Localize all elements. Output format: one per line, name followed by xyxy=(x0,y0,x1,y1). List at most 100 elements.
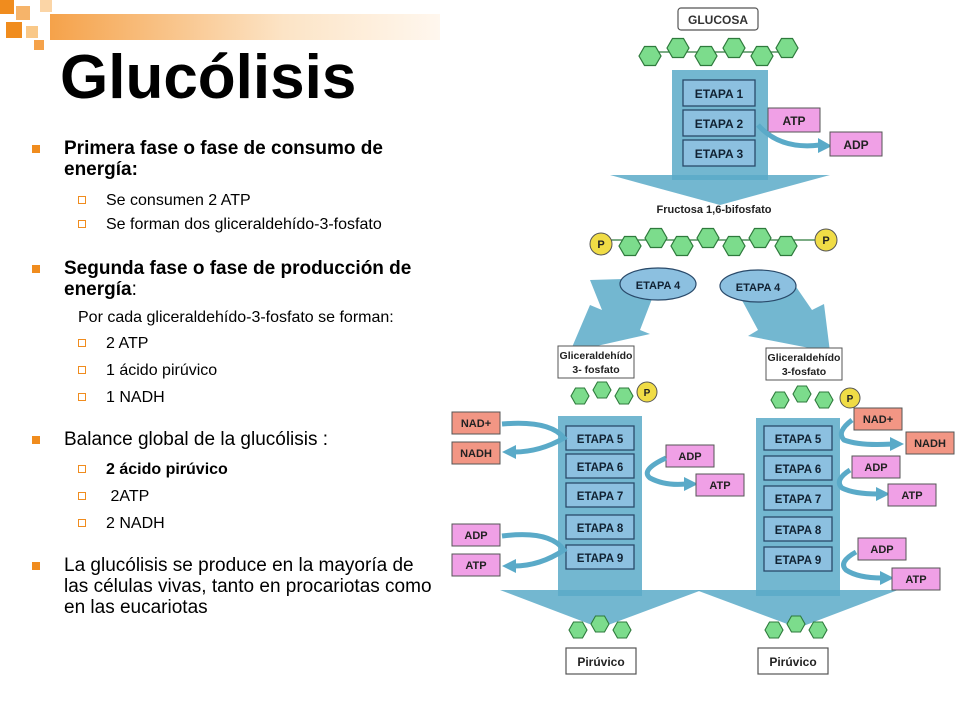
gliceraldehido-text: 3- fosfato xyxy=(572,364,619,376)
etapa4-label: ETAPA 4 xyxy=(636,280,681,292)
slide-content: Primera fase o fase de consumo de energí… xyxy=(30,138,440,618)
etapa7-label: ETAPA 7 xyxy=(577,491,623,503)
etapa8-label: ETAPA 8 xyxy=(577,523,624,535)
etapa6-label: ETAPA 6 xyxy=(775,464,821,476)
etapa4-left: ETAPA 4 xyxy=(619,267,697,301)
phosphate-label: P xyxy=(644,388,651,399)
atp-label: ATP xyxy=(465,560,486,572)
gliceraldehido-right-label: Gliceraldehído 3-fosfato xyxy=(765,347,843,381)
adp-label: ADP xyxy=(464,530,487,542)
bullet-final: La glucólisis se produce en la mayoría d… xyxy=(30,555,440,618)
bullet-marker xyxy=(32,436,40,444)
note-text: Por cada gliceraldehído-3-fosfato se for… xyxy=(78,309,394,326)
sub-bullet-marker xyxy=(78,339,86,347)
bullet-text: Segunda fase o fase de producción de ene… xyxy=(64,258,412,300)
sub-bullet: Se forman dos gliceraldehído-3-fosfato xyxy=(30,215,440,234)
bullet-text: Balance global de la glucólisis : xyxy=(64,429,329,450)
glucosa-label: GLUCOSA xyxy=(677,7,759,31)
etapa5-label: ETAPA 5 xyxy=(577,434,624,446)
fructose-chain: P P xyxy=(589,227,838,257)
nadh-label: NADH xyxy=(914,438,946,450)
bullet-marker xyxy=(32,145,40,153)
etapa-stack-right: ETAPA 5 ETAPA 6 ETAPA 7 ETAPA 8 ETAPA 9 xyxy=(763,425,833,572)
phosphate-label: P xyxy=(597,239,604,251)
bullet-fase2: Segunda fase o fase de producción de ene… xyxy=(30,258,440,300)
gliceraldehido-text: 3-fosfato xyxy=(782,366,826,378)
sub-bullet: Se consumen 2 ATP xyxy=(30,191,440,210)
fructosa-label: Fructosa 1,6-bifosfato xyxy=(657,204,772,216)
sub-bullet-marker xyxy=(78,220,86,228)
glucose-chain xyxy=(638,37,799,67)
sub-bullet-text: 1 ácido pirúvico xyxy=(106,362,218,379)
etapa-stack-left: ETAPA 5 ETAPA 6 ETAPA 7 ETAPA 8 ETAPA 9 xyxy=(565,425,635,570)
bullet-balance: Balance global de la glucólisis : xyxy=(30,429,440,450)
bullet-marker xyxy=(32,562,40,570)
bullet-colon: : xyxy=(131,279,137,300)
gliceraldehido-text: Gliceraldehído xyxy=(768,352,841,364)
adp-label: ADP xyxy=(843,138,868,152)
sub-bullet-marker xyxy=(78,366,86,374)
sub-bullet: 1 ácido pirúvico xyxy=(30,361,440,380)
sub-bullet: 2 NADH xyxy=(30,514,440,533)
piruvico-label: Pirúvico xyxy=(769,655,816,669)
etapa5-label: ETAPA 5 xyxy=(775,434,822,446)
nad-label: NAD+ xyxy=(461,418,491,430)
sub-bullet: 2 ácido pirúvico xyxy=(30,460,440,479)
sub-bullet-text: 1 NADH xyxy=(106,389,165,406)
phosphate-label: P xyxy=(822,235,829,247)
phosphate-label: P xyxy=(847,394,854,405)
etapa2-label: ETAPA 2 xyxy=(695,117,744,131)
sub-bullet-text: 2 NADH xyxy=(106,515,165,532)
sub-bullet: 2ATP xyxy=(30,487,440,506)
pyruvate-right: Pirúvico xyxy=(757,615,829,675)
sub-bullet-marker xyxy=(78,465,86,473)
sub-bullet-text: 2 ácido pirúvico xyxy=(106,461,228,478)
etapa1-label: ETAPA 1 xyxy=(695,87,744,101)
etapa9-label: ETAPA 9 xyxy=(577,553,623,565)
etapa4-right: ETAPA 4 xyxy=(719,269,797,303)
glycolysis-diagram: GLUCOSA ETAPA 1 ETAPA 2 ETAPA 3 ATP ADP … xyxy=(451,7,955,675)
adp-atp-right-9: ADP ATP xyxy=(841,537,941,591)
glucosa-text: GLUCOSA xyxy=(688,13,748,27)
etapa8-label: ETAPA 8 xyxy=(775,525,822,537)
bullet-text: La glucólisis se produce en la mayoría d… xyxy=(64,555,432,618)
fase2-note: Por cada gliceraldehído-3-fosfato se for… xyxy=(30,308,440,327)
etapa9-label: ETAPA 9 xyxy=(775,555,821,567)
nad-nadh-right: NAD+ NADH xyxy=(838,407,955,455)
nad-label: NAD+ xyxy=(863,414,893,426)
etapa7-label: ETAPA 7 xyxy=(775,494,821,506)
adp-atp-right-6: ADP ATP xyxy=(836,455,937,507)
etapa-stack-top: ETAPA 1 ETAPA 2 ETAPA 3 xyxy=(682,79,756,167)
gliceraldehido-left-label: Gliceraldehído 3- fosfato xyxy=(557,345,635,379)
sub-bullet-marker xyxy=(78,492,86,500)
gliceraldehido-text: Gliceraldehído xyxy=(560,350,633,362)
etapa6-label: ETAPA 6 xyxy=(577,462,623,474)
sub-bullet-text: 2ATP xyxy=(106,488,150,505)
adp-label: ADP xyxy=(864,462,887,474)
sub-bullet-text: Se consumen 2 ATP xyxy=(106,192,251,209)
bullet-marker xyxy=(32,265,40,273)
atp-label: ATP xyxy=(709,480,730,492)
pyruvate-left: Pirúvico xyxy=(565,615,637,675)
adp-atp-left-9: ADP ATP xyxy=(451,523,568,577)
etapa4-label: ETAPA 4 xyxy=(736,282,781,294)
nadh-label: NADH xyxy=(460,448,492,460)
g3p-chain-left: P xyxy=(570,381,658,405)
piruvico-label: Pirúvico xyxy=(577,655,624,669)
etapa3-label: ETAPA 3 xyxy=(695,147,744,161)
bullet-text: Primera fase o fase de consumo de energí… xyxy=(64,138,383,180)
bullet-fase1: Primera fase o fase de consumo de energí… xyxy=(30,138,440,180)
atp-label: ATP xyxy=(782,114,805,128)
sub-bullet: 2 ATP xyxy=(30,334,440,353)
nad-nadh-left: NAD+ NADH xyxy=(451,411,568,465)
adp-label: ADP xyxy=(678,451,701,463)
atp-adp-top: ATP ADP xyxy=(756,107,883,157)
sub-bullet-marker xyxy=(78,393,86,401)
sub-bullet-text: Se forman dos gliceraldehído-3-fosfato xyxy=(106,216,382,233)
adp-label: ADP xyxy=(870,544,893,556)
atp-label: ATP xyxy=(905,574,926,586)
atp-label: ATP xyxy=(901,490,922,502)
sub-bullet: 1 NADH xyxy=(30,388,440,407)
sub-bullet-marker xyxy=(78,519,86,527)
sub-bullet-text: 2 ATP xyxy=(106,335,149,352)
